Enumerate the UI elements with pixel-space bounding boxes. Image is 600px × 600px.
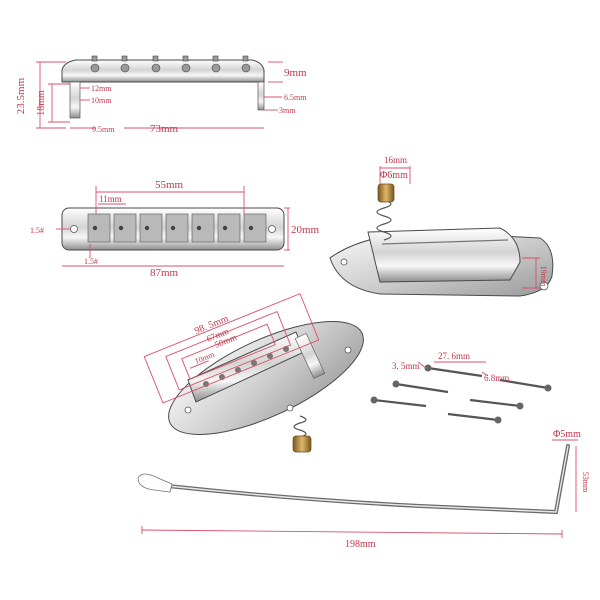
tailpiece-spring (376, 199, 392, 241)
brass-sleeve-bottom (292, 435, 312, 453)
bridge-side-post-left (69, 81, 81, 119)
dim-label-53mm: 53mm (581, 472, 590, 493)
dim-label-18mm: 18mm (36, 90, 47, 116)
dim-label-9-5mm: 9.5mm (92, 125, 115, 134)
dim-label-198mm: 198mm (345, 539, 376, 550)
dim-label-6-5mm: 6.5mm (284, 93, 307, 102)
dim-label-10mm-top: 10mm (193, 350, 216, 366)
tailpiece-top-view: 98. 5mm 67mm 50mm 10mm (143, 293, 364, 453)
dim-label-73mm: 73mm (150, 123, 179, 135)
dim-label-12mm: 12mm (91, 84, 112, 93)
dim-label-3-5mm: 3. 5mm (392, 361, 420, 371)
dim-label-9mm: 9mm (284, 67, 307, 79)
dim-label-phi-5mm: Φ5mm (553, 429, 581, 440)
tremolo-arm-rod (166, 444, 570, 515)
dim-label-87mm: 87mm (150, 267, 179, 279)
screw (469, 398, 524, 410)
brass-sleeve (377, 183, 395, 203)
dim-label-27-6mm: 27. 6mm (438, 351, 470, 361)
dim-label-phi-6mm: Φ6mm (380, 170, 408, 181)
screw (447, 412, 502, 424)
bridge-top-view: 55mm 11mm 1.5# 1.5# 20mm 87mm (30, 179, 320, 279)
bridge-side-view: 23.5mm 18mm 12mm 10mm 9mm 6.5mm 3mm 9.5m… (15, 55, 307, 135)
dim-label-55mm: 55mm (155, 179, 184, 191)
tailpiece-arm-block (367, 227, 521, 283)
dim-label-hole-left: 1.5# (30, 226, 44, 235)
dim-label-10mm: 10mm (91, 96, 112, 105)
dim-label-23-5mm: 23.5mm (15, 77, 27, 114)
dim-label-20mm: 20mm (291, 224, 320, 236)
tremolo-arm: 198mm Φ5mm 53mm (137, 429, 590, 550)
tailpiece-side-view: 16mm Φ6mm 19mm (329, 155, 554, 297)
screw (424, 364, 483, 378)
tremolo-arm-tip (137, 473, 173, 493)
tailpiece-spring-bottom (293, 415, 307, 438)
dim-label-hole-bottom: 1.5# (84, 257, 98, 266)
bridge-top-saddles (87, 213, 267, 243)
dim-label-3mm: 3mm (279, 106, 296, 115)
tailpiece-oval-plate (168, 320, 364, 436)
dim-label-19mm: 19mm (539, 266, 548, 287)
dim-label-16mm: 16mm (384, 155, 407, 165)
screw (370, 396, 427, 408)
dim-label-6-8mm: 6.8mm (484, 373, 509, 383)
dim-label-11mm: 11mm (99, 194, 122, 204)
screw (392, 380, 449, 394)
bridge-side-saddles (90, 55, 251, 73)
bridge-side-post-right (257, 81, 265, 111)
screw (499, 378, 552, 392)
mounting-screws: 27. 6mm 3. 5mm 6.8mm (370, 351, 552, 424)
